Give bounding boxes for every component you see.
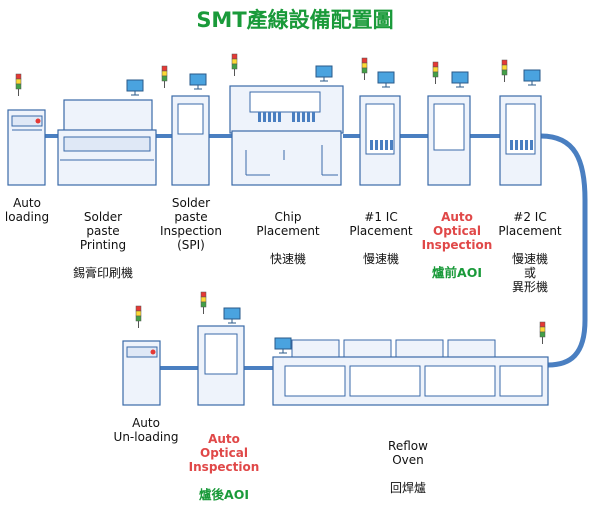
solder-printer-machine bbox=[57, 79, 157, 186]
label-aoi-front-zh: 爐前AOI bbox=[432, 265, 482, 280]
chip-placement-machine bbox=[229, 53, 344, 186]
equipment-drawing bbox=[7, 53, 588, 406]
label-reflow-oven: Reflow Oven 回焊爐 bbox=[368, 425, 448, 509]
label-reflow-zh: 回焊爐 bbox=[389, 481, 426, 495]
label-auto-unloading: Auto Un-loading bbox=[113, 416, 179, 444]
label-aoi-front: Auto Optical Inspection 爐前AOI bbox=[414, 196, 500, 294]
label-solder-printing: Solder paste Printing 錫膏印刷機 bbox=[60, 196, 146, 294]
aoi-front-machine bbox=[427, 61, 471, 186]
spi-machine bbox=[161, 65, 210, 186]
label-ic2-en: #2 IC Placement bbox=[498, 210, 562, 238]
diagram-title: SMT產線設備配置圖 bbox=[196, 8, 394, 32]
label-reflow-en: Reflow Oven bbox=[388, 439, 428, 467]
label-ic1-zh: 慢速機 bbox=[362, 252, 399, 266]
top-conveyor bbox=[45, 133, 588, 368]
label-chip-zh: 快速機 bbox=[269, 252, 306, 266]
label-aoi-back: Auto Optical Inspection 爐後AOI bbox=[181, 418, 267, 516]
label-solder-printing-zh: 錫膏印刷機 bbox=[72, 266, 133, 280]
label-ic1-placement: #1 IC Placement 慢速機 bbox=[341, 196, 421, 280]
auto-unloading-machine bbox=[122, 305, 161, 406]
label-ic2-zh: 慢速機 或 異形機 bbox=[511, 252, 548, 294]
ic1-placement-machine bbox=[359, 57, 401, 186]
auto-loading-machine bbox=[7, 73, 46, 186]
label-chip-placement: Chip Placement 快速機 bbox=[245, 196, 331, 280]
label-spi: Solder paste Inspection (SPI) bbox=[160, 196, 222, 252]
aoi-back-machine bbox=[197, 291, 245, 406]
label-solder-printing-en: Solder paste Printing bbox=[79, 210, 127, 252]
label-aoi-back-en: Auto Optical Inspection bbox=[188, 432, 260, 474]
label-auto-loading: Auto loading bbox=[4, 196, 50, 224]
label-aoi-front-en: Auto Optical Inspection bbox=[421, 210, 493, 252]
reflow-oven-machine bbox=[272, 321, 549, 406]
label-ic2-placement: #2 IC Placement 慢速機 或 異形機 bbox=[490, 196, 570, 308]
ic2-placement-machine bbox=[499, 59, 542, 186]
smt-layout-diagram: SMT產線設備配置圖 bbox=[4, 8, 588, 502]
label-aoi-back-zh: 爐後AOI bbox=[199, 487, 249, 502]
label-ic1-en: #1 IC Placement bbox=[349, 210, 413, 238]
label-chip-en: Chip Placement bbox=[256, 210, 320, 238]
